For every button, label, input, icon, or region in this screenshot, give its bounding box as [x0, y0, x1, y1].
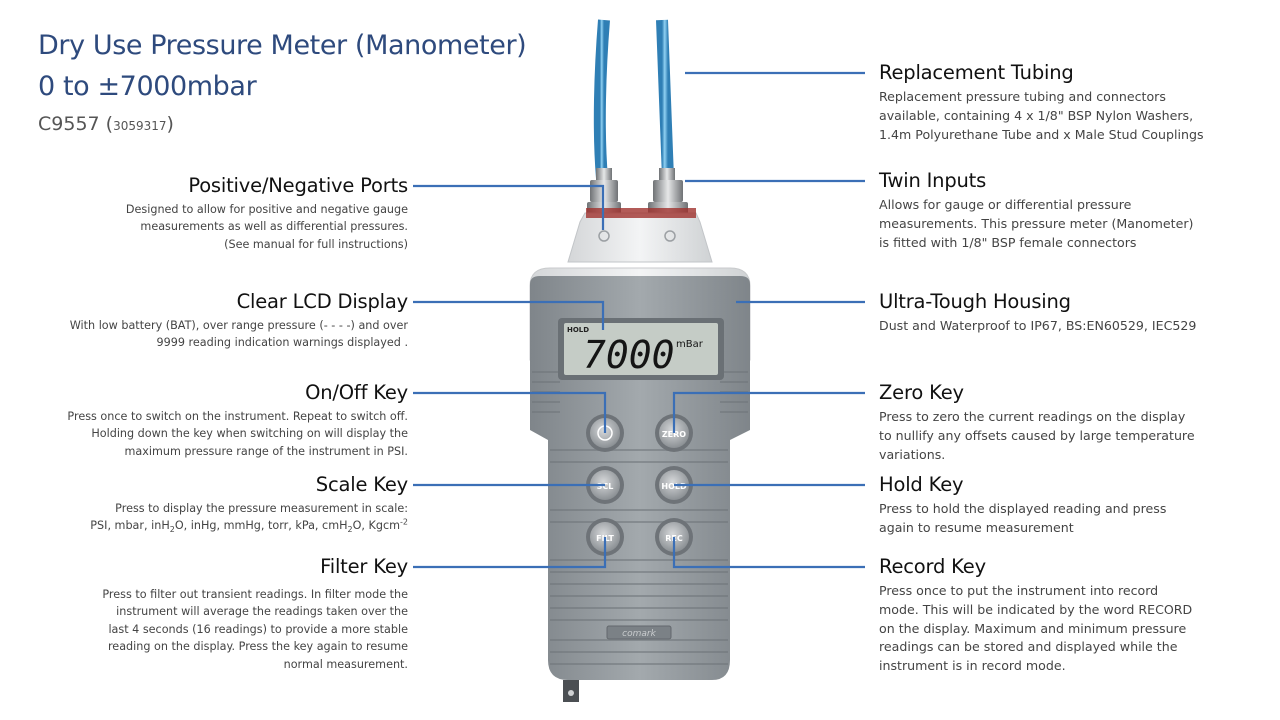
- callout-clear-lcd-display: Clear LCD Display With low battery (BAT)…: [38, 290, 408, 352]
- model-code: C9557 (3059317): [38, 113, 174, 135]
- callout-title: Twin Inputs: [879, 169, 987, 192]
- callout-title: Ultra-Tough Housing: [879, 290, 1071, 313]
- callout-description: Press once to switch on the instrument. …: [67, 410, 408, 458]
- callout-description: Press once to put the instrument into re…: [879, 583, 1193, 674]
- tube-right: [656, 19, 674, 179]
- callout-scale-key: Scale Key Press to display the pressure …: [38, 473, 408, 535]
- callout-title: Record Key: [879, 555, 986, 578]
- callout-title: Replacement Tubing: [879, 61, 1074, 84]
- callout-description: With low battery (BAT), over range press…: [69, 319, 408, 350]
- callout-record-key: Record Key Press once to put the instrum…: [879, 555, 1249, 676]
- model-number: C9557: [38, 113, 100, 135]
- callout-title: Hold Key: [879, 473, 964, 496]
- callout-positive-negative-ports: Positive/Negative Ports Designed to allo…: [38, 174, 408, 253]
- callout-ultra-tough-housing: Ultra-Tough Housing Dust and Waterproof …: [879, 290, 1249, 336]
- tube-left: [593, 19, 610, 179]
- svg-text:SCL: SCL: [597, 482, 614, 491]
- leader-record: [672, 537, 865, 569]
- callout-title: Clear LCD Display: [236, 290, 409, 313]
- callout-description: Replacement pressure tubing and connecto…: [879, 89, 1204, 142]
- port-screw-right: [664, 230, 676, 242]
- leader-filter: [413, 537, 607, 569]
- leader-zero: [672, 391, 865, 433]
- callout-description: Designed to allow for positive and negat…: [125, 203, 408, 251]
- leader-on-off: [413, 391, 607, 433]
- page-title: Dry Use Pressure Meter (Manometer): [38, 30, 527, 61]
- callout-replacement-tubing: Replacement Tubing Replacement pressure …: [879, 61, 1249, 144]
- lcd-display: [564, 323, 718, 375]
- callout-description: Allows for gauge or differential pressur…: [879, 197, 1194, 250]
- callout-hold-key: Hold Key Press to hold the displayed rea…: [879, 473, 1249, 538]
- svg-text:ZERO: ZERO: [662, 430, 686, 439]
- callout-description: Press to display the pressure measuremen…: [90, 502, 408, 535]
- leader-ports: [413, 184, 605, 230]
- callout-twin-inputs: Twin Inputs Allows for gauge or differen…: [879, 169, 1249, 252]
- callout-description: Dust and Waterproof to IP67, BS:EN60529,…: [879, 318, 1197, 333]
- callout-filter-key: Filter Key Press to filter out transient…: [38, 555, 408, 673]
- callout-title: Zero Key: [879, 381, 964, 404]
- callout-on-off-key: On/Off Key Press once to switch on the i…: [38, 381, 408, 460]
- brand-logo: comark: [622, 629, 656, 639]
- callout-zero-key: Zero Key Press to zero the current readi…: [879, 381, 1249, 464]
- callout-title: Filter Key: [320, 555, 408, 578]
- port-screw-left: [598, 230, 610, 242]
- page-subtitle-range: 0 to ±7000mbar: [38, 71, 257, 102]
- part-number: 3059317: [113, 119, 167, 133]
- lcd-hold-indicator: HOLD: [567, 326, 589, 334]
- lcd-unit: mBar: [676, 339, 704, 350]
- callout-description: Press to zero the current readings on th…: [879, 409, 1195, 462]
- callout-title: On/Off Key: [305, 381, 408, 404]
- leader-lines: [413, 71, 865, 569]
- callout-title: Scale Key: [315, 473, 408, 496]
- svg-text:HOLD: HOLD: [661, 482, 687, 491]
- brand-badge: [606, 625, 672, 640]
- callout-description: Press to hold the displayed reading and …: [879, 501, 1167, 535]
- lcd-reading: 7000: [583, 333, 675, 377]
- housing-top-cap: [567, 212, 713, 263]
- callout-description: Press to filter out transient readings. …: [102, 588, 408, 671]
- callout-title: Positive/Negative Ports: [188, 174, 408, 197]
- leader-lcd: [413, 300, 605, 330]
